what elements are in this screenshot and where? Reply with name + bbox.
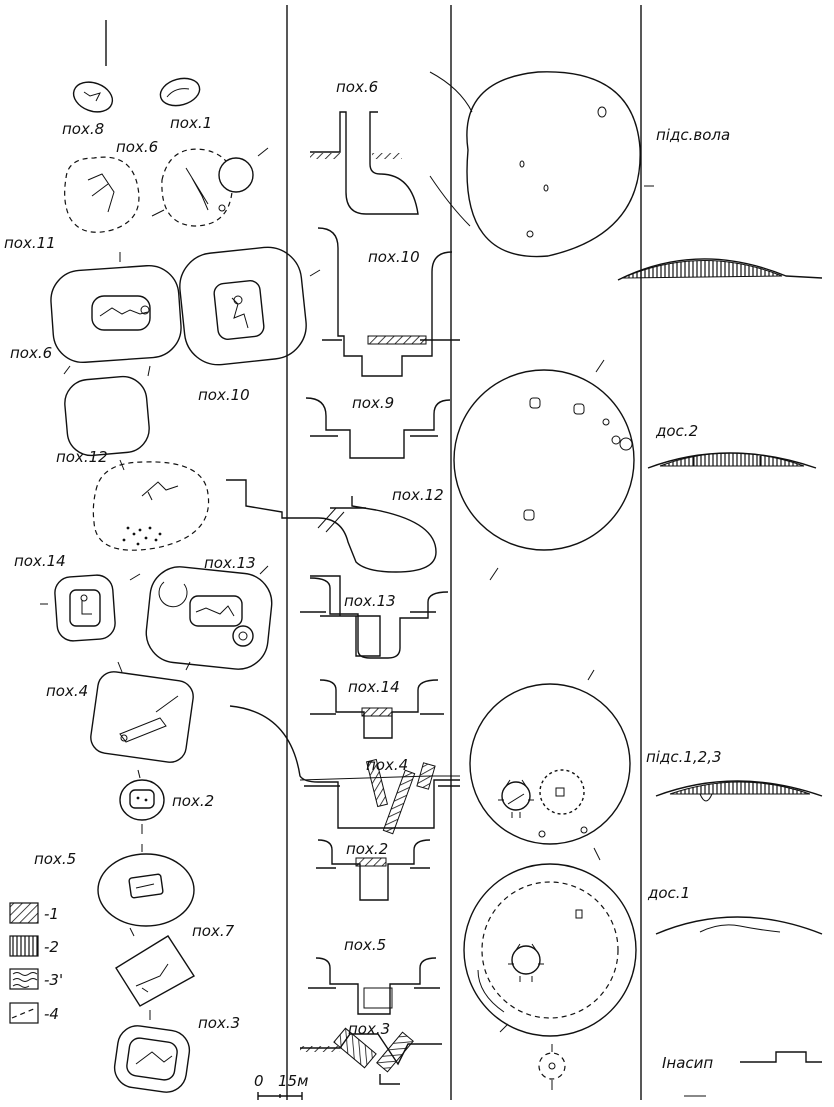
label-section-10: пох.10 — [368, 248, 420, 266]
label-burial-13: пох.13 — [204, 554, 256, 572]
label-burial-1: пох.1 — [170, 114, 212, 132]
label-burial-8: пох.8 — [62, 120, 104, 138]
burial-sections — [226, 111, 460, 1100]
burial-plans — [40, 77, 321, 1093]
label-burial-11: пох.11 — [4, 234, 56, 252]
scale-bar — [257, 1092, 303, 1100]
label-section-3: пох.3 — [348, 1020, 390, 1038]
label-burial-2: пох.2 — [172, 792, 214, 810]
label-section-6: пох.6 — [336, 78, 378, 96]
scatter-dots — [122, 526, 162, 546]
label-burial-7: пох.7 — [192, 922, 235, 940]
legend-label-1: -1 — [44, 905, 59, 923]
label-section-5: пох.5 — [344, 936, 386, 954]
label-mound-dos1: дос.1 — [647, 884, 690, 902]
legend-label-4: -4 — [44, 1005, 59, 1023]
label-section-4: пох.4 — [366, 756, 408, 774]
mound-plans — [429, 71, 654, 1090]
label-burial-14: пох.14 — [14, 552, 66, 570]
label-burial-6-top: пох.6 — [116, 138, 158, 156]
label-burial-6-mid: пох.6 — [10, 344, 52, 362]
label-section-14: пох.14 — [348, 678, 400, 696]
scale-length: 15м — [278, 1072, 308, 1090]
scale-zero: 0 — [254, 1072, 264, 1090]
label-section-12: пох.12 — [392, 486, 444, 504]
label-mound-vola: підс.вола — [656, 126, 730, 144]
legend-symbols — [9, 902, 39, 1024]
label-burial-4: пох.4 — [46, 682, 88, 700]
label-burial-10: пох.10 — [198, 386, 250, 404]
legend-label-2: -2 — [44, 938, 59, 956]
label-burial-12: пох.12 — [56, 448, 108, 466]
label-burial-3: пох.3 — [198, 1014, 240, 1032]
mound-profiles — [617, 258, 823, 1097]
label-section-2: пох.2 — [346, 840, 388, 858]
label-section-13: пох.13 — [344, 592, 396, 610]
legend-label-3: -3' — [44, 971, 63, 989]
label-mound-pids123: підс.1,2,3 — [646, 748, 722, 766]
label-burial-5: пох.5 — [34, 850, 76, 868]
label-section-9: пох.9 — [352, 394, 394, 412]
label-mound-dos2: дос.2 — [655, 422, 698, 440]
label-mound-nasyp: Інасип — [662, 1054, 713, 1072]
